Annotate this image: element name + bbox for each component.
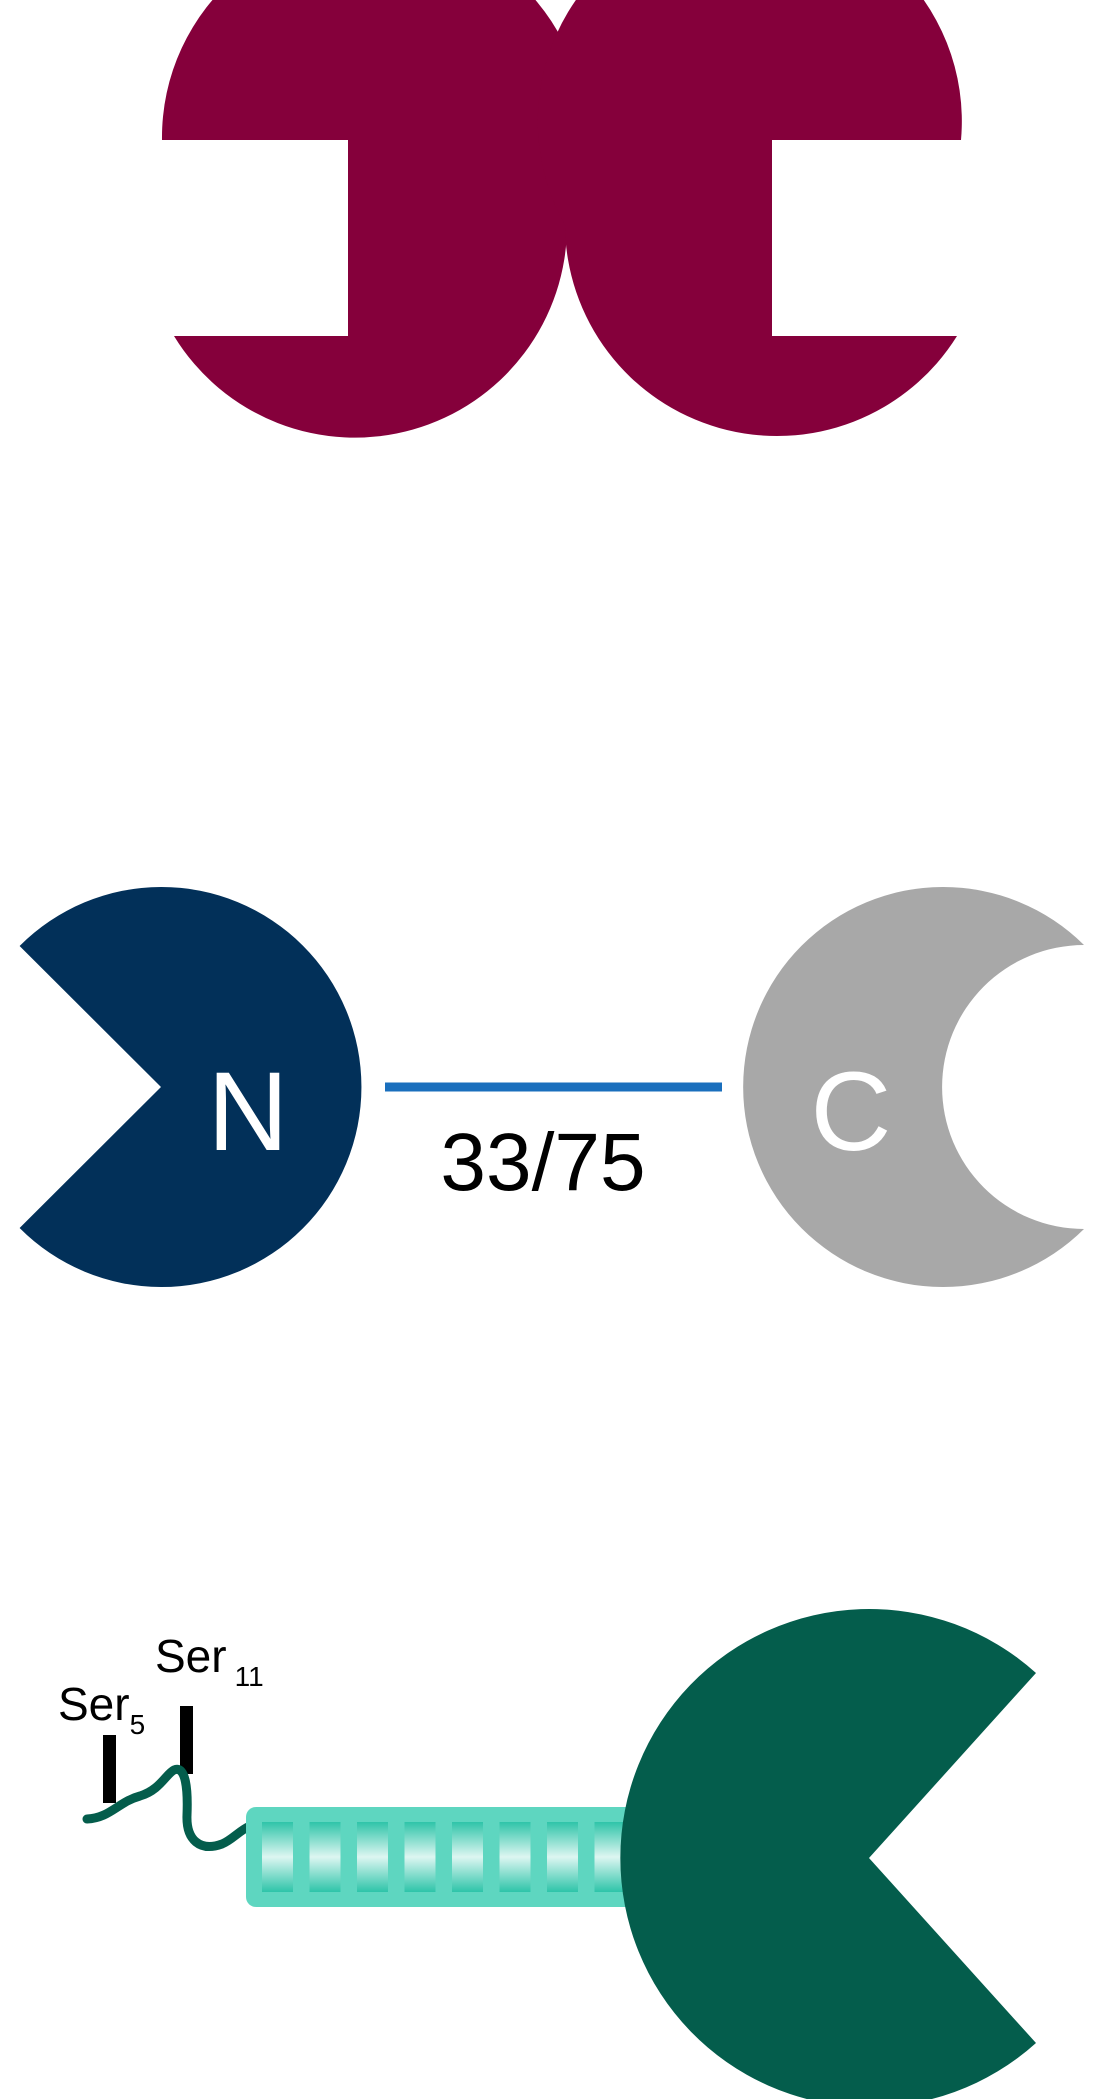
n-terminal-tail (82, 1764, 255, 1851)
dimer-right-half (537, 0, 962, 437)
repeat-slot (262, 1822, 293, 1892)
pacman-n-domain-icon (19, 887, 362, 1287)
n-domain-label: N (208, 1049, 289, 1174)
site-a-subscript: 5 (130, 1709, 146, 1740)
repeat-slot (404, 1822, 436, 1892)
repeat-segments-icon (246, 1807, 686, 1907)
dimer-left-half (161, 0, 586, 438)
repeat-slot (499, 1822, 531, 1892)
two-domain-construct: N C 33/75 (19, 887, 1084, 1288)
repeat-slot (357, 1822, 388, 1892)
repeat-slot (452, 1822, 483, 1892)
linker-length-label: 33/75 (440, 1117, 645, 1208)
repeat-slots (262, 1822, 673, 1892)
site-marker-ser5 (103, 1735, 116, 1803)
site-b-name: Ser (155, 1630, 227, 1682)
site-a-label: Ser5 (58, 1678, 145, 1740)
site-marker-ser11 (180, 1706, 193, 1774)
crescent-c-domain-icon (743, 887, 1084, 1288)
pacman-head-icon (620, 1609, 1036, 2099)
repeat-slot (547, 1822, 578, 1892)
site-b-subscript: 11 (235, 1661, 264, 1692)
repeat-slot (309, 1822, 341, 1892)
site-a-name: Ser (58, 1678, 130, 1730)
site-b-label: Ser 11 (155, 1630, 264, 1692)
repeat-slot (594, 1822, 626, 1892)
c-domain-label: C (811, 1049, 892, 1174)
dimer-clamp-icon (161, 0, 962, 438)
